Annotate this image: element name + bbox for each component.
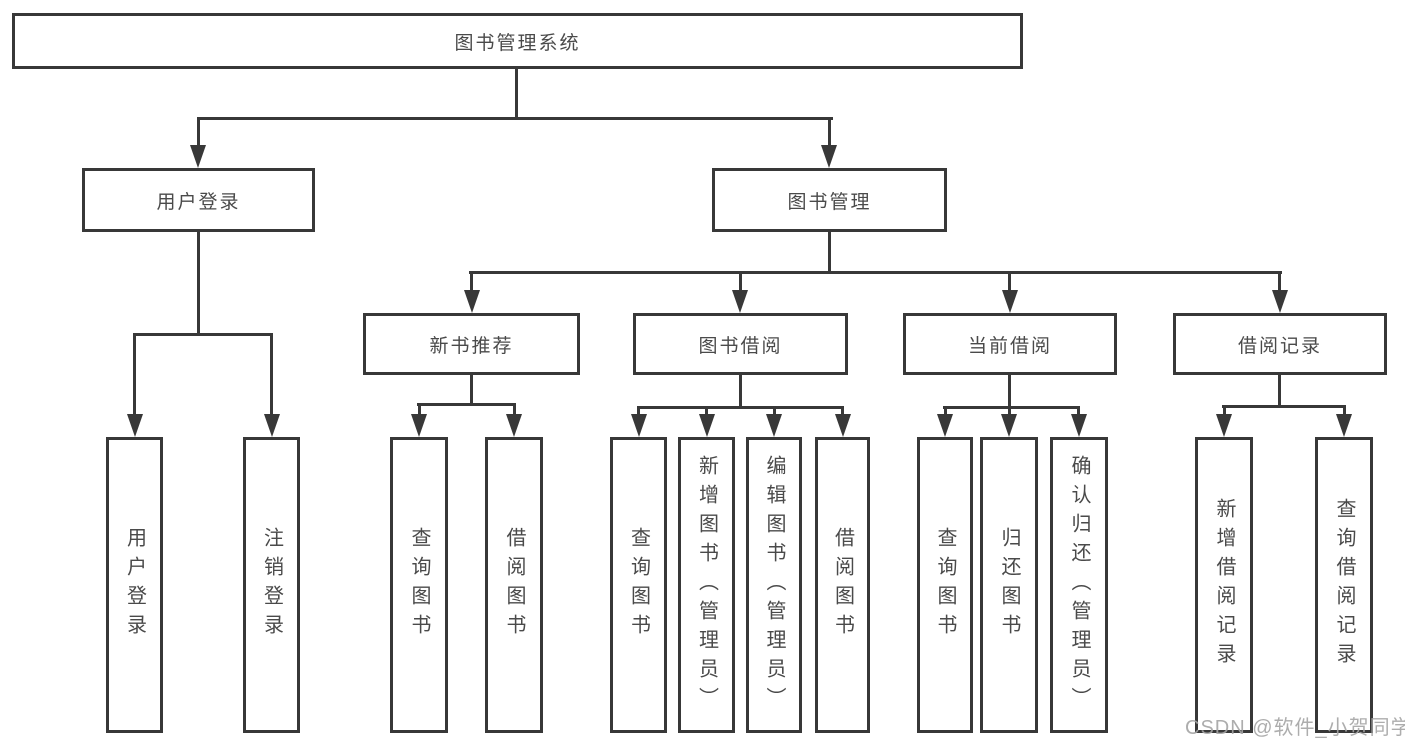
connector-record-stem — [1278, 375, 1281, 407]
arrowhead-leaf-login — [127, 414, 143, 437]
arrowhead-current — [1002, 290, 1018, 313]
arrowhead-leaf — [1216, 414, 1232, 437]
connector-borrow-bar — [637, 406, 844, 409]
leaf-label: 借阅图书 — [503, 527, 525, 643]
csdn-watermark: CSDN @软件_小贺同学 — [1185, 717, 1405, 739]
node-system-root: 图书管理系统 — [12, 13, 1023, 69]
connector-leaf — [841, 406, 844, 417]
arrowhead-recommend — [464, 290, 480, 313]
arrowhead-leaf — [506, 414, 522, 437]
arrowhead-leaf-logout — [264, 414, 280, 437]
connector-user-stem — [197, 232, 200, 336]
leaf-label: 归还图书 — [998, 527, 1020, 643]
leaf-edit-book-admin: 编辑图书（管理员） — [746, 437, 802, 733]
connector-to-book-mgmt — [828, 117, 831, 147]
leaf-label: 注销登录 — [260, 527, 283, 643]
connector-to-leaf-login — [133, 333, 136, 415]
connector-user-bar — [133, 333, 273, 336]
connector-leaf — [513, 403, 516, 416]
node-label: 新书推荐 — [429, 335, 514, 357]
leaf-label: 借阅图书 — [831, 527, 854, 643]
leaf-label: 查询图书 — [408, 527, 430, 643]
leaf-borrow-book-under-recommend: 借阅图书 — [485, 437, 543, 733]
connector-level2-bar — [469, 271, 1282, 274]
connector-to-leaf-logout — [270, 333, 273, 415]
leaf-return-book: 归还图书 — [980, 437, 1038, 733]
leaf-borrow-book-under-borrow: 借阅图书 — [815, 437, 870, 733]
connector-to-record — [1278, 271, 1281, 292]
connector-to-borrow — [739, 271, 742, 292]
connector-recommend-bar — [417, 403, 516, 406]
connector-to-current — [1008, 271, 1011, 292]
node-label: 当前借阅 — [967, 335, 1052, 357]
node-label: 图书借阅 — [698, 335, 783, 357]
connector-current-stem — [1008, 375, 1011, 408]
arrowhead-leaf — [411, 414, 427, 437]
arrowhead-leaf — [937, 414, 953, 437]
arrowhead-book-mgmt — [821, 145, 837, 168]
leaf-add-borrow-record: 新增借阅记录 — [1195, 437, 1253, 733]
leaf-label: 确认归还（管理员） — [1068, 454, 1090, 716]
connector-borrow-stem — [739, 375, 742, 408]
arrowhead-borrow — [732, 290, 748, 313]
connector-leaf — [418, 403, 421, 416]
leaf-query-book-under-current: 查询图书 — [917, 437, 973, 733]
node-book-borrow: 图书借阅 — [633, 313, 848, 375]
connector-leaf — [1008, 406, 1011, 417]
leaf-label: 查询图书 — [627, 527, 650, 643]
connector-root-stem — [515, 69, 518, 119]
node-user-login: 用户登录 — [82, 168, 315, 232]
arrowhead-leaf — [1071, 414, 1087, 437]
leaf-label: 新增借阅记录 — [1213, 498, 1235, 672]
connector-leaf — [1343, 405, 1346, 417]
node-label: 用户登录 — [156, 191, 241, 213]
connector-mgmt-stem — [828, 232, 831, 274]
connector-leaf — [944, 406, 947, 417]
arrowhead-leaf — [766, 414, 782, 437]
leaf-label: 编辑图书（管理员） — [763, 454, 785, 716]
arrowhead-leaf — [1336, 414, 1352, 437]
connector-leaf — [773, 406, 776, 417]
connector-to-user-login — [197, 117, 200, 147]
leaf-label: 查询图书 — [934, 527, 956, 643]
leaf-label: 用户登录 — [123, 527, 146, 643]
node-label: 图书管理 — [787, 191, 872, 213]
connector-leaf — [637, 406, 640, 417]
node-current-borrow: 当前借阅 — [903, 313, 1117, 375]
node-new-book-recommend: 新书推荐 — [363, 313, 580, 375]
arrowhead-user-login — [190, 145, 206, 168]
leaf-confirm-return-admin: 确认归还（管理员） — [1050, 437, 1108, 733]
node-label: 借阅记录 — [1237, 335, 1322, 357]
leaf-logout: 注销登录 — [243, 437, 300, 733]
connector-to-recommend — [470, 271, 473, 292]
arrowhead-leaf — [835, 414, 851, 437]
arrowhead-leaf — [631, 414, 647, 437]
leaf-label: 查询借阅记录 — [1333, 498, 1355, 672]
connector-record-bar — [1222, 405, 1346, 408]
connector-current-bar — [943, 406, 1080, 409]
arrowhead-leaf — [699, 414, 715, 437]
leaf-query-book-under-recommend: 查询图书 — [390, 437, 448, 733]
leaf-user-login: 用户登录 — [106, 437, 163, 733]
connector-leaf — [705, 406, 708, 417]
arrowhead-leaf — [1001, 414, 1017, 437]
node-book-mgmt: 图书管理 — [712, 168, 947, 232]
node-label: 图书管理系统 — [454, 32, 581, 54]
node-borrow-record: 借阅记录 — [1173, 313, 1387, 375]
leaf-label: 新增图书（管理员） — [695, 454, 718, 716]
leaf-add-book-admin: 新增图书（管理员） — [678, 437, 735, 733]
leaf-query-borrow-record: 查询借阅记录 — [1315, 437, 1373, 733]
arrowhead-record — [1272, 290, 1288, 313]
connector-leaf — [1077, 406, 1080, 417]
connector-recommend-stem — [470, 375, 473, 405]
connector-leaf — [1223, 405, 1226, 417]
connector-level1-bar — [197, 117, 833, 120]
leaf-query-book-under-borrow: 查询图书 — [610, 437, 667, 733]
